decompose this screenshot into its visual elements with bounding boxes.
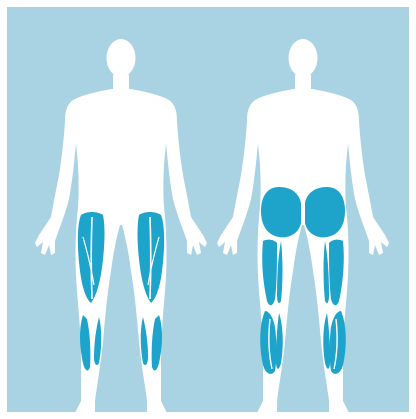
back-right-calf (323, 311, 346, 374)
back-left-calf (260, 311, 283, 374)
background-panel (7, 7, 409, 412)
